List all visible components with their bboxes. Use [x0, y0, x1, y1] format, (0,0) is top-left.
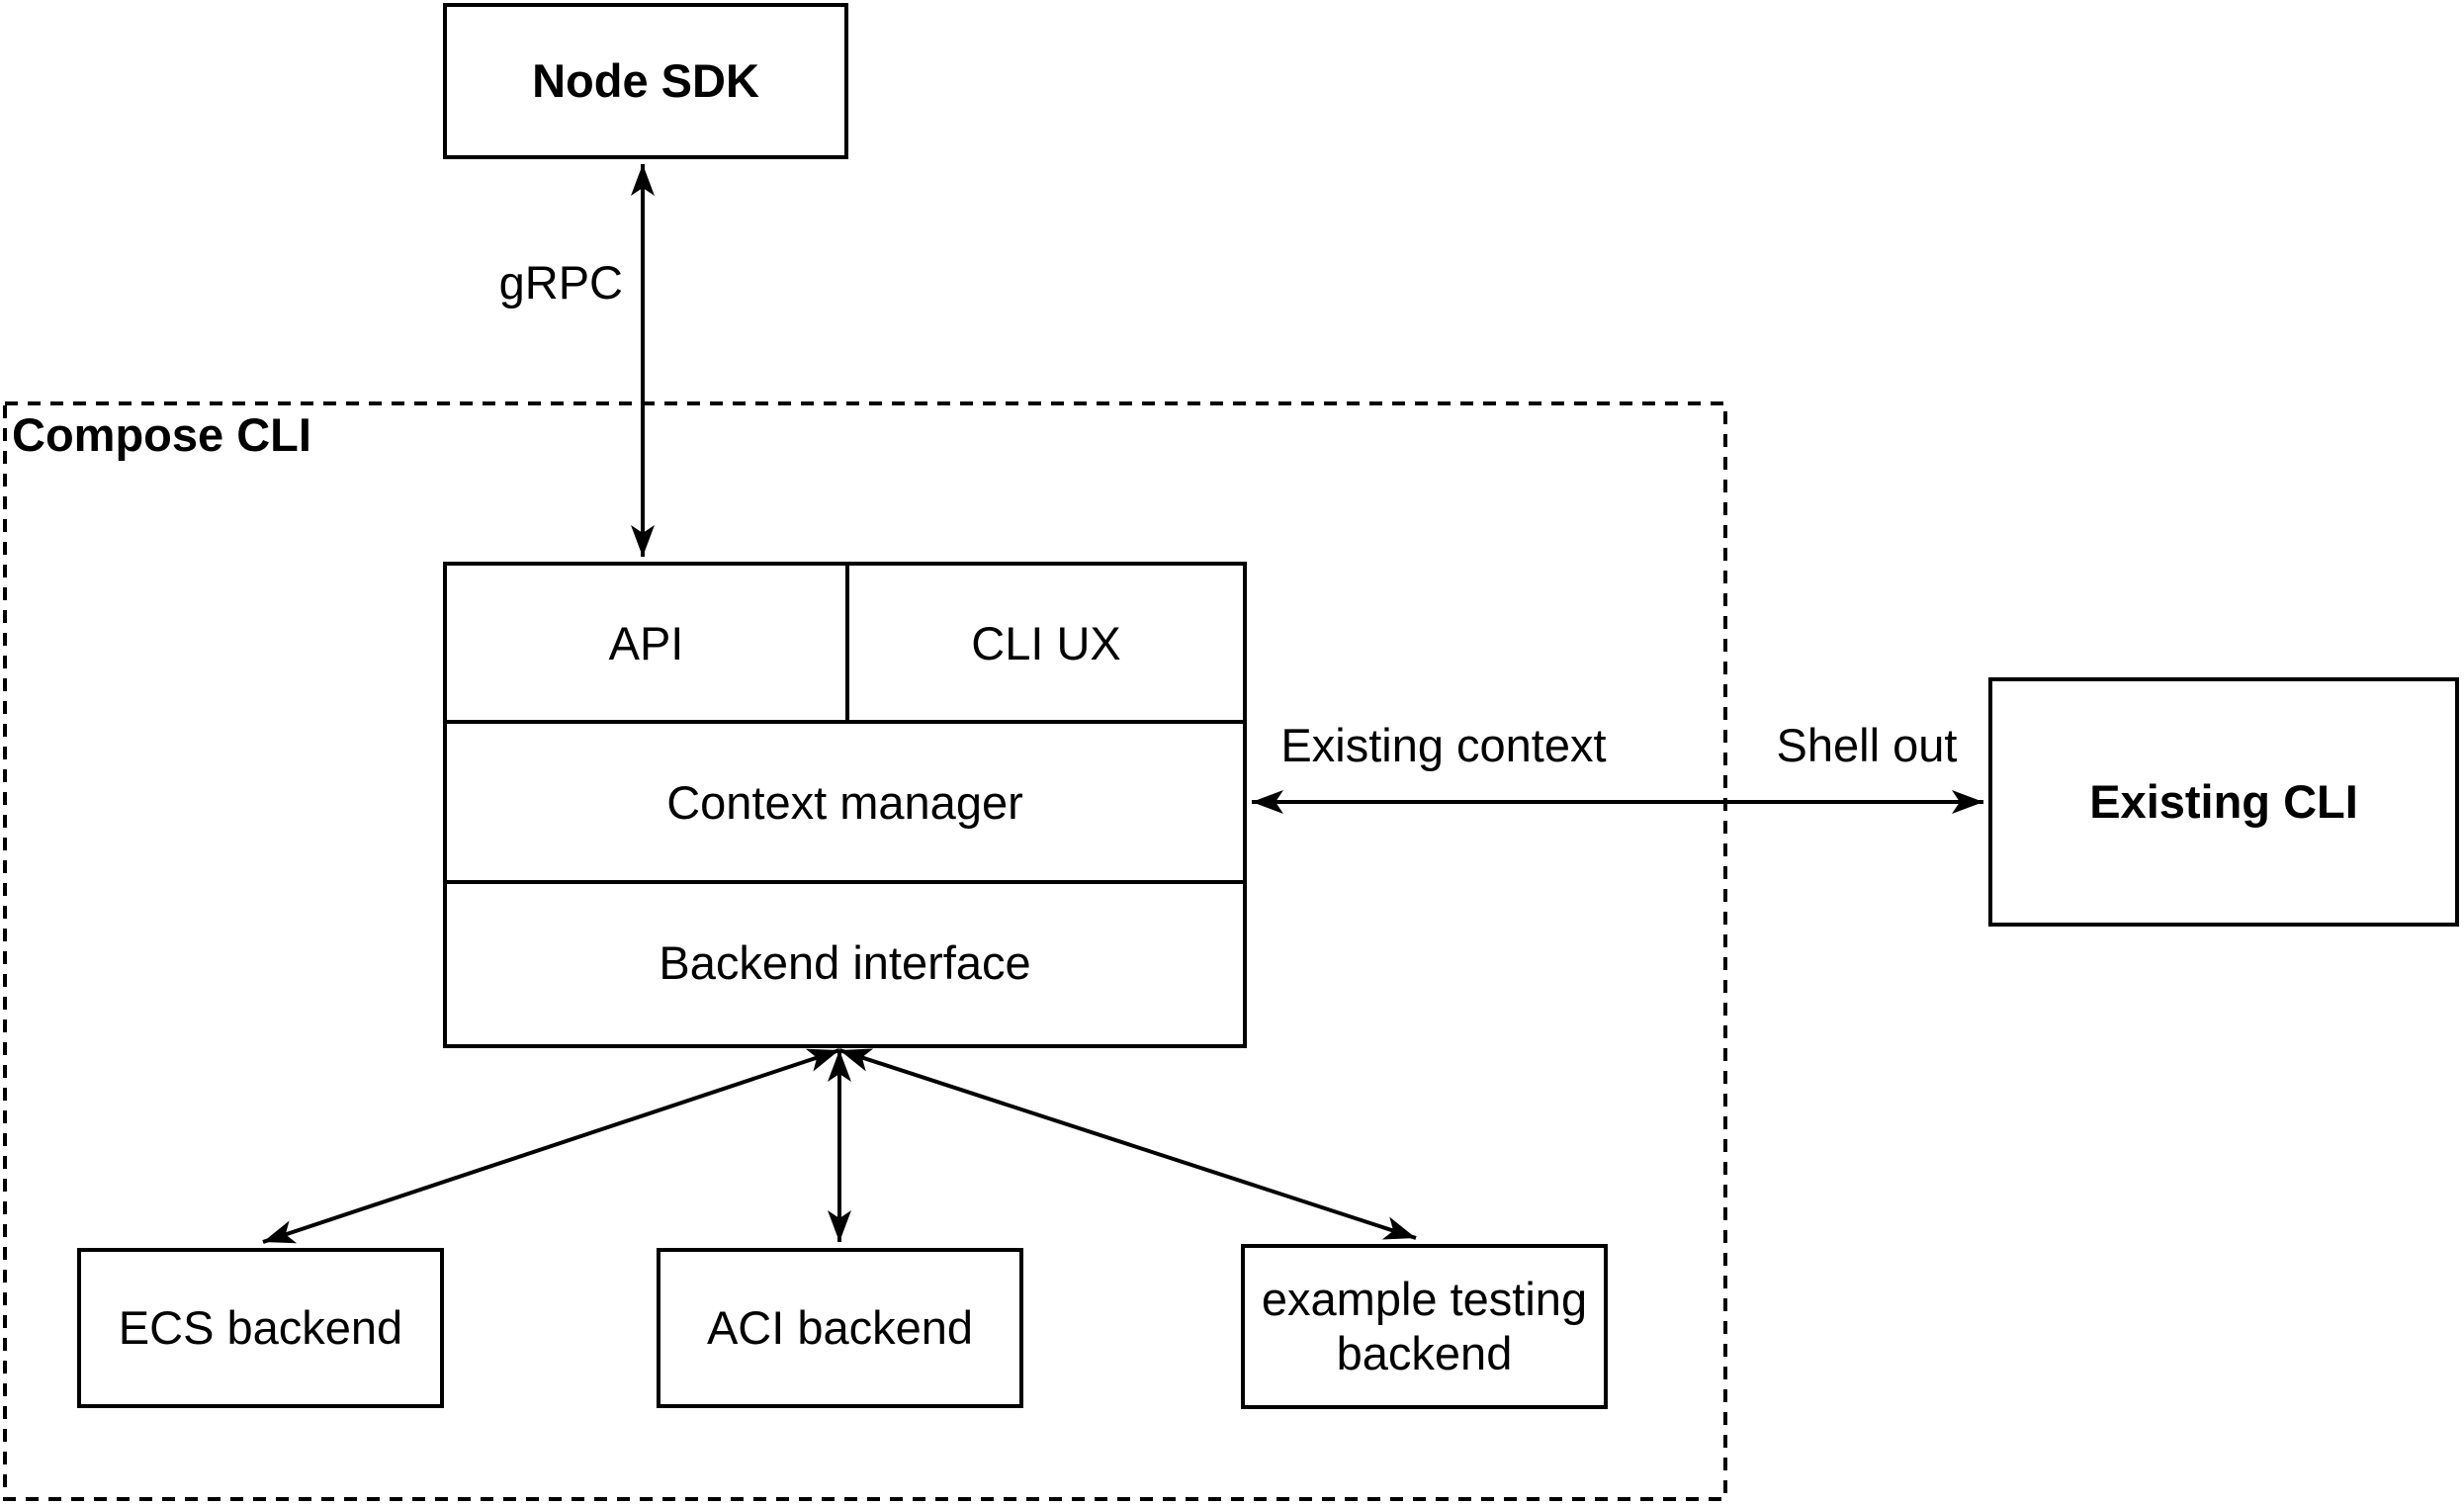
ecs-backend-box: ECS backend — [77, 1248, 444, 1408]
example-backend-arrow — [838, 1048, 1417, 1240]
context-manager-label: Context manager — [666, 775, 1023, 829]
example-testing-backend-box: example testing backend — [1241, 1244, 1608, 1409]
node-sdk-box: Node SDK — [443, 3, 848, 159]
grpc-edge-label: gRPC — [498, 256, 623, 309]
node-sdk-label: Node SDK — [532, 53, 759, 107]
cli-ux-label: CLI UX — [971, 616, 1121, 669]
cli-ux-cell: CLI UX — [845, 566, 1243, 720]
existing-context-edge-label: Existing context — [1280, 719, 1607, 771]
compose-cli-container-border — [3, 401, 1727, 1501]
shell-out-edge-label: Shell out — [1776, 719, 1958, 771]
compose-cli-stack-box: API CLI UX Context manager Backend inter… — [443, 562, 1247, 1048]
ecs-backend-arrow — [262, 1048, 840, 1244]
backend-interface-cell: Backend interface — [447, 884, 1243, 1040]
ecs-backend-label: ECS backend — [118, 1300, 403, 1354]
existing-cli-label: Existing CLI — [2089, 774, 2358, 828]
backend-interface-label: Backend interface — [659, 935, 1031, 989]
api-cell: API — [447, 566, 845, 720]
stack-top-row: API CLI UX — [447, 566, 1243, 724]
compose-cli-label: Compose CLI — [12, 408, 311, 461]
aci-backend-box: ACI backend — [657, 1248, 1023, 1408]
api-label: API — [608, 616, 684, 669]
existing-cli-box: Existing CLI — [1988, 677, 2459, 927]
context-manager-cell: Context manager — [447, 724, 1243, 884]
aci-backend-label: ACI backend — [706, 1300, 974, 1354]
example-testing-backend-label: example testing backend — [1261, 1273, 1588, 1379]
